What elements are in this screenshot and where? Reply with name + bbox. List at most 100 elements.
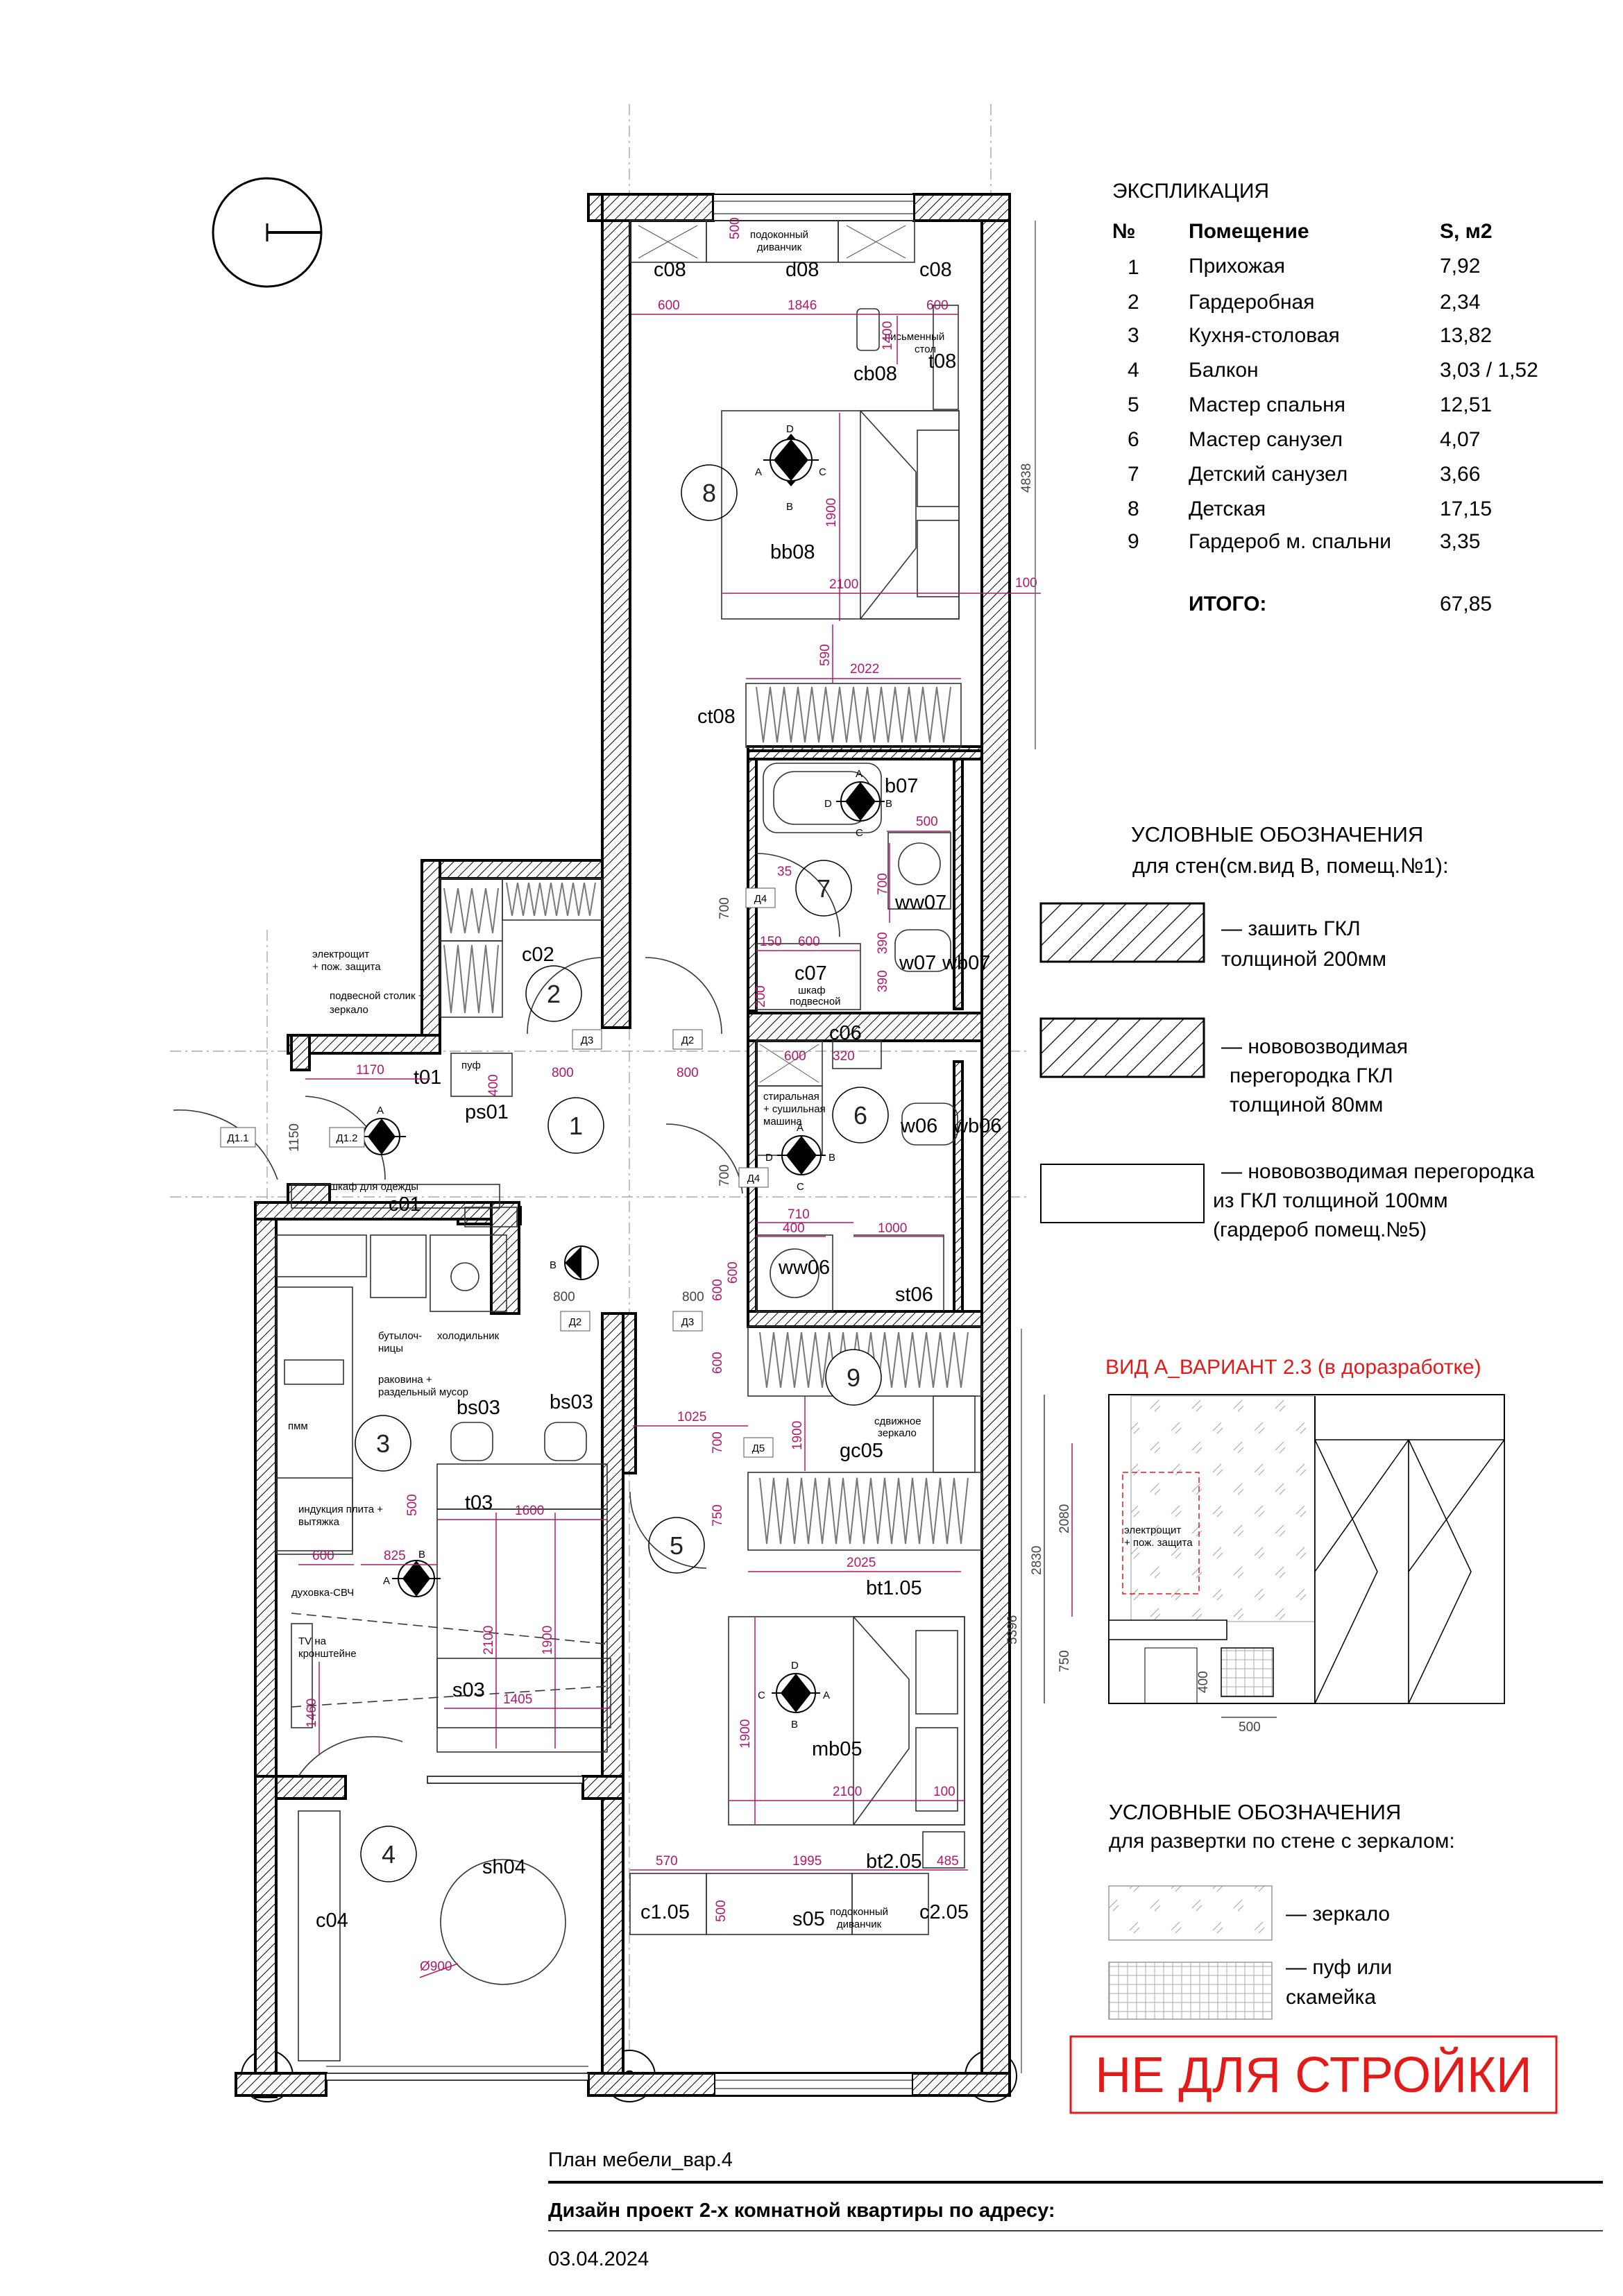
dim: 700 [717,1164,732,1187]
view-marker-label: A [377,1105,384,1116]
dim: 600 [658,298,680,313]
explication-num: 6 [1128,428,1139,451]
explication-room: Мастер спальня [1189,393,1345,416]
dim: 590 [818,644,833,666]
dim: 800 [553,1290,575,1304]
furniture-labels: c08 d08 c08 cb08 t08 bb08 ct08 b07 ww07 … [316,259,1001,1932]
room-8-number: 8 [702,479,716,507]
dim: 1600 [515,1504,544,1518]
sheet-date: 03.04.2024 [548,2248,649,2270]
door-label: Д5 [752,1443,765,1454]
label-gc05: gc05 [840,1440,883,1462]
note-electro-1: электрощит [312,949,369,960]
dim: 1150 [287,1123,302,1152]
legend-pouf-line-1: — пуф или [1286,1956,1392,1979]
dim: 390 [876,970,890,992]
view-a: ВИД А_ВАРИАНТ 2.3 (в доразработке) элект… [1030,1356,1505,1735]
note-hanging-1: подвесной столик + [330,990,425,1002]
view-marker-label: A [755,466,762,478]
note-hob-1: индукция плита + [298,1504,383,1515]
dim: 600 [784,1049,806,1064]
label-c08b: c08 [919,259,952,281]
door-label: Д3 [681,1316,695,1328]
legend-item-2-line-3: толщиной 80мм [1230,1094,1383,1116]
legend-mirror-title: УСЛОВНЫЕ ОБОЗНАЧЕНИЯ [1109,1800,1401,1824]
explication-room: Балкон [1189,359,1259,382]
label-c08a: c08 [654,259,686,281]
view-marker-label: A [823,1690,830,1701]
door-label: Д1.2 [336,1132,357,1144]
view-a-panel [1122,1472,1200,1595]
note-washer-2: + сушильная [763,1103,826,1115]
label-bs03b: bs03 [550,1391,593,1413]
view-marker-label: D [765,1152,773,1164]
view-a-dim-2080: 2080 [1057,1504,1072,1533]
note-bottle-1: бутылоч- [378,1330,422,1342]
dim: 390 [876,932,890,954]
explication-area: 3,66 [1440,463,1480,486]
view-marker-label: B [550,1259,556,1271]
dim: 1025 [677,1410,706,1425]
dim: 700 [711,1431,725,1454]
legend-item-2-line-2: перегородка ГКЛ [1230,1064,1393,1087]
label-bb08: bb08 [770,541,815,563]
dimensions: 600 1846 600 1400 1900 2100 100 4838 590… [287,217,1041,2073]
explication-area: 4,07 [1440,428,1480,451]
dim: 150 [760,935,782,949]
dim: 750 [711,1504,725,1527]
label-c01: c01 [389,1193,421,1216]
label-bt205: bt2.05 [866,1851,922,1873]
label-ps01: ps01 [465,1101,509,1123]
sheet-name: План мебели_вар.4 [548,2149,733,2171]
room-1-number: 1 [569,1112,583,1140]
room-8-marker [681,464,738,521]
dim: 800 [552,1066,574,1080]
note-wardrobe: шкаф для одежды [330,1181,418,1193]
explication-area: 17,15 [1440,498,1492,520]
room-9-marker [825,1349,882,1406]
room-8-furniture [629,220,962,748]
view-marker-label: B [418,1549,425,1561]
dim: 1900 [541,1626,555,1655]
dim: 2100 [833,1785,862,1799]
view-marker-label: D [786,423,794,435]
note-desk-1: письменный [885,331,944,343]
dim: 400 [783,1221,805,1236]
room-3-number: 3 [376,1429,390,1458]
room-5-marker [648,1517,705,1574]
dim: 400 [486,1074,501,1096]
view-marker-label: C [856,827,863,839]
note-diameter: Ø900 [420,1959,452,1974]
project-title: Дизайн проект 2-х комнатной квартиры по … [548,2200,1055,2222]
label-w06: w06 [900,1115,937,1137]
explication-area: 3,35 [1440,530,1480,553]
label-ww07: ww07 [894,892,946,914]
label-c205: c2.05 [919,1901,969,1923]
note-washer-1: стиральная [763,1091,819,1103]
room-2-number: 2 [547,980,561,1008]
label-b07: b07 [885,775,918,797]
legend-mirror-subtitle: для развертки по стене с зеркалом: [1109,1830,1455,1853]
label-c02: c02 [522,944,554,966]
view-marker-label: C [758,1690,765,1701]
label-w07: w07 [899,952,936,974]
dim: 800 [677,1066,699,1080]
view-marker-label: D [824,798,832,810]
view-marker-label: A [797,1122,804,1134]
explication-area: 2,34 [1440,291,1480,314]
label-mb05: mb05 [812,1738,863,1760]
view-a-shelf [1108,1619,1227,1640]
dim: 2025 [847,1556,876,1570]
dim: 700 [876,873,890,895]
legend-item-1-line-2: толщиной 200мм [1221,948,1386,971]
legend-walls: УСЛОВНЫЕ ОБОЗНАЧЕНИЯ для стен(см.вид В, … [1039,822,1535,1241]
view-marker-label: A [383,1575,390,1587]
explication-table: ЭКСПЛИКАЦИЯ № Помещение S, м2 1 Прихожая… [1112,180,1538,615]
grid-axes: 1 2 3 [170,104,1027,2102]
label-s03: s03 [452,1679,485,1701]
dim: 1405 [503,1692,532,1707]
note-fridge: холодильник [437,1330,500,1342]
explication-num: 8 [1128,498,1139,520]
note-sill-top-1: подоконный [750,229,808,241]
dim: 600 [312,1549,334,1563]
